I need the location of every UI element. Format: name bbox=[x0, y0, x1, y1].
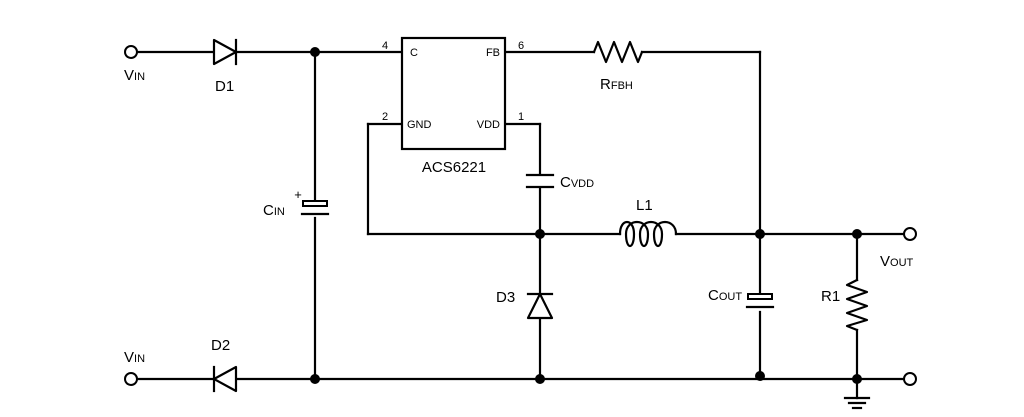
cin-polarity-plus: + bbox=[294, 187, 302, 202]
ic-part-label: ACS6221 bbox=[422, 159, 486, 176]
cvdd-label: CVDD bbox=[560, 174, 594, 191]
ic-pin-name-vdd: VDD bbox=[477, 119, 500, 131]
junction-dot bbox=[310, 374, 320, 384]
junctions bbox=[310, 47, 862, 384]
junction-dot bbox=[535, 229, 545, 239]
vout-label: VOUT bbox=[880, 253, 914, 270]
junction-dot bbox=[852, 374, 862, 384]
vin-bottom-terminal bbox=[124, 372, 138, 386]
ground-icon bbox=[843, 396, 871, 410]
vin-bottom-label: VIN bbox=[124, 349, 145, 366]
vout-terminal bbox=[903, 227, 917, 241]
capacitor-cout: COUT bbox=[708, 287, 775, 309]
junction-dot bbox=[852, 229, 862, 239]
d3-label: D3 bbox=[496, 289, 515, 306]
d2-label: D2 bbox=[211, 337, 230, 354]
ic-pin-num-4: 4 bbox=[382, 40, 388, 52]
junction-dot bbox=[755, 229, 765, 239]
cin-label: CIN bbox=[263, 202, 285, 219]
cout-label: COUT bbox=[708, 287, 742, 304]
d1-label: D1 bbox=[215, 78, 234, 95]
ic-pin-num-2: 2 bbox=[382, 111, 388, 123]
diode-d2: D2 bbox=[211, 337, 238, 393]
capacitor-cin: + CIN bbox=[263, 187, 330, 219]
diode-d1: D1 bbox=[212, 38, 238, 95]
l1-label: L1 bbox=[636, 197, 653, 214]
ic-pin-name-c: C bbox=[410, 47, 418, 59]
rfbh-label: RFBH bbox=[600, 76, 633, 93]
terminals bbox=[124, 45, 917, 386]
ic-acs6221: 4 C 2 GND 6 FB 1 VDD ACS6221 bbox=[382, 36, 524, 176]
gnd-return-terminal bbox=[903, 372, 917, 386]
junction-dot bbox=[535, 374, 545, 384]
r1-label: R1 bbox=[821, 288, 840, 305]
inductor-l1: L1 bbox=[618, 197, 678, 248]
wires bbox=[134, 50, 906, 400]
junction-dot bbox=[755, 371, 765, 381]
diode-d3: D3 bbox=[496, 289, 554, 320]
ic-pin-name-gnd: GND bbox=[407, 119, 432, 131]
junction-dot bbox=[310, 47, 320, 57]
ic-pin-name-fb: FB bbox=[486, 47, 500, 59]
vin-top-label: VIN bbox=[124, 67, 145, 84]
ic-pin-num-6: 6 bbox=[518, 40, 524, 52]
capacitor-cvdd: CVDD bbox=[525, 173, 594, 191]
vin-top-terminal bbox=[124, 45, 138, 59]
ic-pin-num-1: 1 bbox=[518, 111, 524, 123]
resistor-r1: R1 bbox=[821, 278, 869, 332]
resistor-rfbh: RFBH bbox=[592, 40, 644, 93]
